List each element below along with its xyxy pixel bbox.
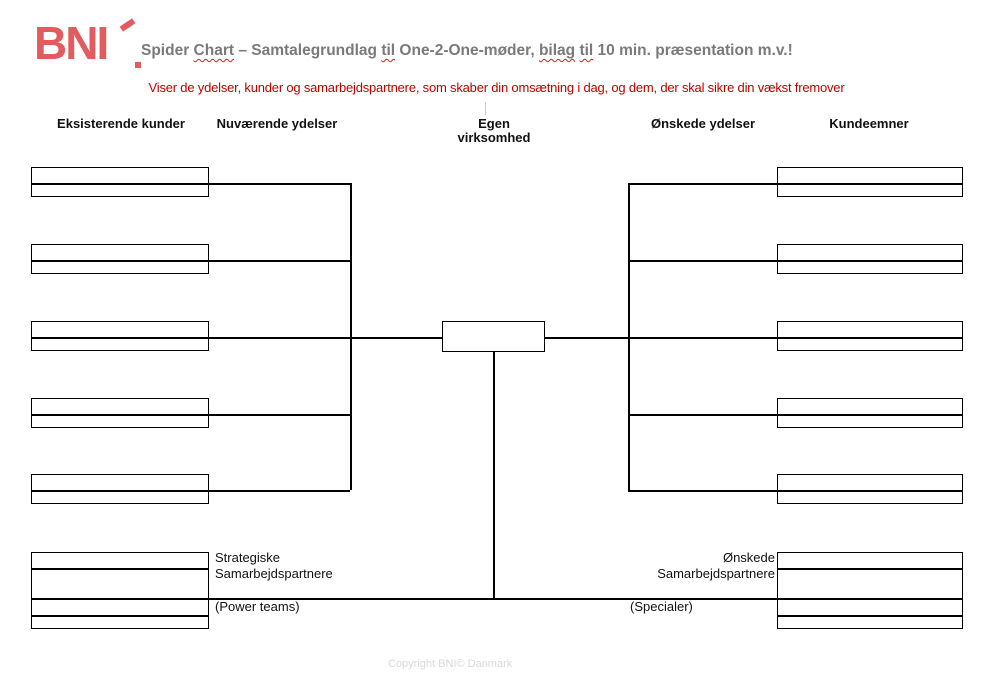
box-row-divider [31, 568, 209, 570]
column-header-eksisterende-kunder: Eksisterende kunder [57, 116, 185, 131]
bni-logo: BNI [34, 18, 144, 74]
right-connector-line [628, 414, 777, 416]
box-row-divider [31, 183, 209, 185]
box-row-divider [31, 414, 209, 416]
left-connector-line [209, 337, 442, 339]
right-spine-line [628, 183, 630, 490]
misspelled-word: Chart [193, 42, 235, 59]
box-row-divider [31, 615, 209, 617]
title-text: 10 min. præsentation m.v.! [593, 42, 793, 59]
box-row-divider [31, 490, 209, 492]
strategiske-samarbejdspartnere-label: Strategiske Samarbejdspartnere [215, 550, 333, 581]
egen-virksomhed-box [442, 321, 545, 352]
existing-customer-box [31, 244, 209, 274]
existing-customer-box [31, 321, 209, 351]
right-connector-line [545, 337, 777, 339]
copyright-text: Copyright BNI© Danmark [388, 658, 513, 670]
bottom-connector-line [31, 598, 963, 600]
left-connector-line [209, 414, 350, 416]
misspelled-word: til [381, 42, 396, 59]
column-header-egen-virksomhed: Egen virksomhed [457, 116, 531, 145]
logo-accent-mark [119, 18, 136, 32]
power-teams-label: (Power teams) [215, 599, 300, 614]
title-text: One-2-One-møder, [395, 42, 539, 59]
box-row-divider [31, 337, 209, 339]
box-row-divider [31, 260, 209, 262]
bni-logo-text: BNI [34, 17, 109, 69]
left-spine-line [350, 183, 352, 490]
box-row-divider [777, 490, 963, 492]
column-header-onskede-ydelser: Ønskede ydelser [650, 116, 756, 131]
specialer-label: (Specialer) [630, 599, 693, 614]
logo-registered-dot [135, 62, 141, 68]
page-subtitle: Viser de ydelser, kunder og samarbejdspa… [148, 80, 845, 95]
box-row-divider [777, 568, 963, 570]
column-header-nuvaerende-ydelser: Nuværende ydelser [216, 116, 338, 131]
prospect-box [777, 321, 963, 351]
page-title: Spider Chart – Samtalegrundlag til One-2… [141, 42, 793, 60]
prospect-box [777, 167, 963, 197]
misspelled-word: til [579, 42, 594, 59]
left-connector-line [209, 183, 350, 185]
desired-partners-box [777, 552, 963, 629]
column-header-kundeemner: Kundeemner [829, 116, 909, 131]
right-connector-line [628, 183, 777, 185]
box-row-divider [777, 337, 963, 339]
center-descender-line [493, 352, 495, 598]
existing-customer-box [31, 398, 209, 428]
misspelled-word: bilag [538, 42, 576, 59]
strategic-partners-box [31, 552, 209, 629]
right-connector-line [628, 490, 777, 492]
text-cursor [485, 102, 486, 115]
prospect-box [777, 474, 963, 504]
box-row-divider [777, 414, 963, 416]
existing-customer-box [31, 167, 209, 197]
right-connector-line [628, 260, 777, 262]
onskede-samarbejdspartnere-label: Ønskede Samarbejdspartnere [657, 550, 775, 581]
box-row-divider [777, 260, 963, 262]
left-connector-line [209, 490, 350, 492]
prospect-box [777, 398, 963, 428]
prospect-box [777, 244, 963, 274]
box-row-divider [777, 183, 963, 185]
title-text: – Samtalegrundlag [234, 42, 382, 59]
title-text: Spider [141, 42, 194, 59]
box-row-divider [777, 615, 963, 617]
left-connector-line [209, 260, 350, 262]
existing-customer-box [31, 474, 209, 504]
